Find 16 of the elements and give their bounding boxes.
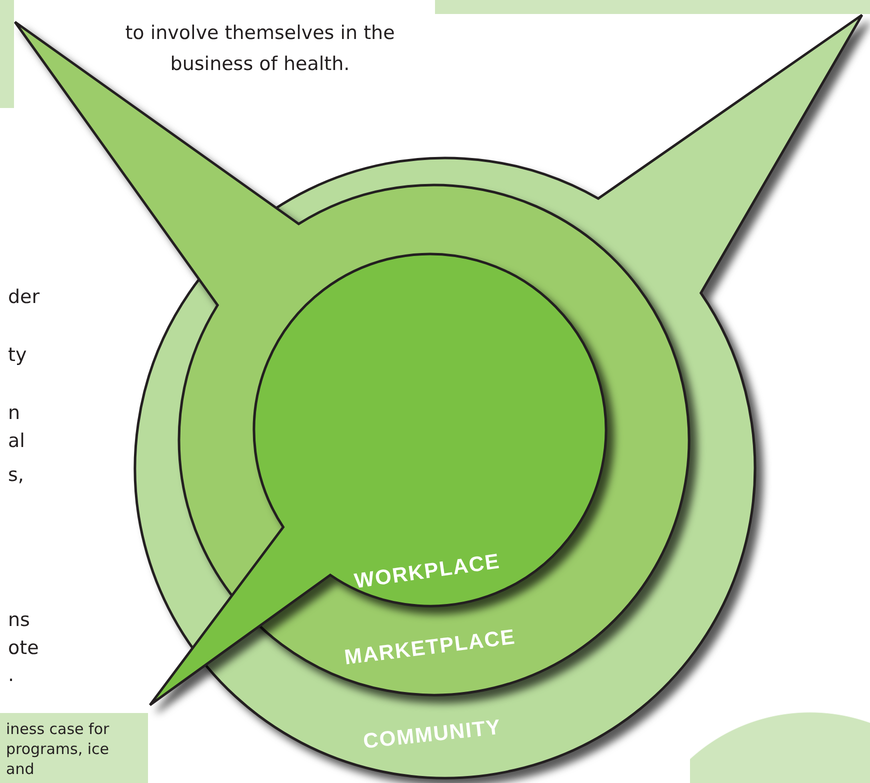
text-panel	[435, 0, 870, 14]
text-fragment: .	[8, 663, 14, 688]
text-fragment: ns	[8, 608, 30, 633]
text-fragment: n	[8, 401, 20, 426]
text-fragment: ty	[8, 343, 27, 368]
text-fragment: ote	[8, 636, 39, 661]
text-fragment: al	[8, 429, 25, 454]
text-fragment: der	[8, 285, 40, 310]
ring-label: WORKPLACE	[352, 550, 502, 594]
ring-label: COMMUNITY	[362, 716, 502, 754]
panel-strip	[0, 0, 14, 108]
text-fragment: s,	[8, 463, 24, 488]
panel-text: iness case for programs, ice and	[6, 719, 110, 779]
text-panel	[0, 713, 148, 783]
body-text: to involve themselves in the business of health.	[124, 21, 396, 77]
ring-label: MARKETPLACE	[343, 626, 517, 670]
